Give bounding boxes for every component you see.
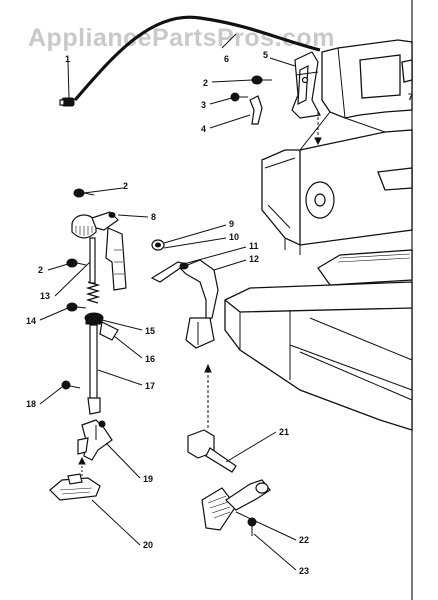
spring xyxy=(85,281,101,304)
callout-12: 12 xyxy=(249,254,259,264)
callout-2-left: 2 xyxy=(38,265,43,275)
knee-lifter-shaft-part-21 xyxy=(187,429,237,473)
callout-labels: 1 6 5 7 2 3 4 2 8 9 10 11 12 2 13 14 15 … xyxy=(26,50,413,576)
callout-18: 18 xyxy=(26,399,36,409)
lever-arm-part-12 xyxy=(178,259,219,349)
lever-part-4 xyxy=(249,95,263,125)
screw-part-2-left xyxy=(66,258,87,268)
collar-part-15 xyxy=(84,312,104,325)
screw-part-2-mid xyxy=(73,188,95,198)
machine-upper-arm xyxy=(261,39,413,255)
screw-part-14 xyxy=(66,302,87,312)
guide-part-16 xyxy=(99,321,119,341)
thumb-screw-part-8 xyxy=(71,211,119,239)
screw-part-2-top xyxy=(251,75,272,85)
callout-2-mid: 2 xyxy=(123,181,128,191)
callout-7: 7 xyxy=(408,92,413,102)
machine-bed xyxy=(224,249,413,431)
presser-foot-part-20 xyxy=(49,473,101,501)
leader-lines xyxy=(39,33,297,571)
callout-20: 20 xyxy=(143,540,153,550)
callout-15: 15 xyxy=(145,326,155,336)
callout-8: 8 xyxy=(151,212,156,222)
screw-part-18 xyxy=(61,380,81,390)
power-cord xyxy=(59,15,321,107)
bracket-part-8 xyxy=(105,227,127,291)
callout-3: 3 xyxy=(201,100,206,110)
rod-part-13 xyxy=(89,237,96,284)
callout-16: 16 xyxy=(145,354,155,364)
foot-holder-part-19 xyxy=(77,419,113,461)
callout-17: 17 xyxy=(145,381,155,391)
callout-13: 13 xyxy=(40,291,50,301)
callout-5: 5 xyxy=(263,50,268,60)
callout-1: 1 xyxy=(65,54,70,64)
callout-4: 4 xyxy=(201,124,206,134)
callout-10: 10 xyxy=(229,232,239,242)
screw-part-3 xyxy=(230,92,248,102)
callout-23: 23 xyxy=(299,566,309,576)
callout-19: 19 xyxy=(143,474,153,484)
callout-11: 11 xyxy=(249,241,259,251)
presser-bar-part-17 xyxy=(87,324,101,415)
callout-14: 14 xyxy=(26,316,36,326)
callout-6: 6 xyxy=(224,54,229,64)
knee-lever-part-22 xyxy=(201,479,271,531)
callout-2-top: 2 xyxy=(203,78,208,88)
callout-22: 22 xyxy=(299,535,309,545)
take-up-assembly xyxy=(291,51,321,119)
callout-21: 21 xyxy=(279,427,289,437)
watermark: AppliancePartsPros.com xyxy=(28,24,335,52)
callout-9: 9 xyxy=(229,219,234,229)
washer-part-9 xyxy=(151,239,165,251)
